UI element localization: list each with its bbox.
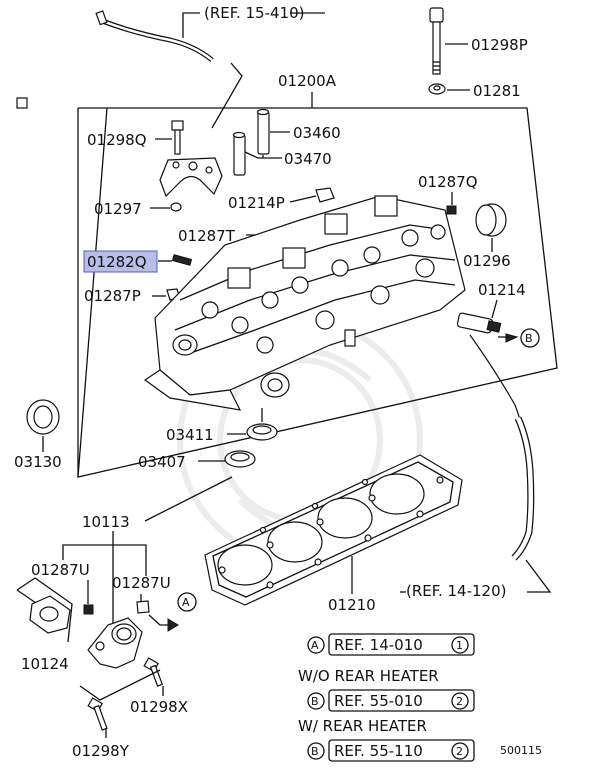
bolt-01298Y xyxy=(87,697,108,731)
label-01287Q: 01287Q xyxy=(418,173,478,191)
callout-a-letter: A xyxy=(182,596,190,609)
head-gasket-01210 xyxy=(204,454,463,606)
label-01297: 01297 xyxy=(94,200,142,218)
label-01200A: 01200A xyxy=(278,72,337,90)
assembly-frame xyxy=(77,107,558,478)
label-03130: 03130 xyxy=(14,453,62,471)
heater-hose-right xyxy=(469,334,535,561)
seal-03411 xyxy=(246,423,278,441)
label-10124: 10124 xyxy=(21,655,69,673)
callout-b-circle xyxy=(520,328,540,348)
legend-heading-wo-rear-heater: W/O REAR HEATER xyxy=(298,667,439,685)
label-01214: 01214 xyxy=(478,281,526,299)
arrow-to-b xyxy=(505,333,519,343)
sensor-01214 xyxy=(456,312,502,334)
camshaft-bearing-cap xyxy=(159,157,223,198)
plug-01214P xyxy=(315,187,335,203)
label-01298Y: 01298Y xyxy=(72,742,130,760)
label-01298P: 01298P xyxy=(471,36,528,54)
plug-01287Q xyxy=(446,205,457,215)
label-01282Q: 01282Q xyxy=(87,253,147,271)
label-03470: 03470 xyxy=(284,150,332,168)
gasket-10124 xyxy=(29,595,71,634)
legend-row1-letter: A xyxy=(311,639,319,652)
label-10113: 10113 xyxy=(82,513,130,531)
legend-row2-ref: REF. 55-010 xyxy=(334,692,423,710)
plug-01287U-right xyxy=(136,600,150,614)
cylinder-head xyxy=(143,195,466,411)
legend-heading-w-rear-heater: W/ REAR HEATER xyxy=(298,717,427,735)
legend-row3-letter: B xyxy=(311,745,319,758)
pin-03470 xyxy=(232,131,246,176)
reference-legend: A REF. 14-010 1 W/O REAR HEATER B REF. 5… xyxy=(298,633,475,762)
legend-row3-ref: REF. 55-110 xyxy=(334,742,423,760)
legend-row1-num: 1 xyxy=(456,639,463,652)
legend-row1-ref: REF. 14-010 xyxy=(334,636,423,654)
oil-seal-01297 xyxy=(170,202,182,212)
ref-15-410-label: (REF. 15-410) xyxy=(204,4,305,22)
label-03411: 03411 xyxy=(166,426,214,444)
label-01210: 01210 xyxy=(328,596,376,614)
label-01214P: 01214P xyxy=(228,194,285,212)
label-01296: 01296 xyxy=(463,252,511,270)
label-01298Q: 01298Q xyxy=(87,131,147,149)
ref-14-120-label: (REF. 14-120) xyxy=(406,582,507,600)
pin-03460 xyxy=(256,108,270,155)
callout-a-circle xyxy=(177,592,197,612)
label-03407: 03407 xyxy=(138,453,186,471)
bolt-01298P xyxy=(429,7,444,75)
label-01287U-right: 01287U xyxy=(112,574,171,592)
seal-03407 xyxy=(224,450,256,468)
label-01287T: 01287T xyxy=(178,227,236,245)
plug-01287U-left xyxy=(83,604,94,615)
label-01287P: 01287P xyxy=(84,287,141,305)
legend-row3-num: 2 xyxy=(456,745,463,758)
cap-01296 xyxy=(475,203,507,237)
diagram-code: 500115 xyxy=(500,744,542,757)
label-01282Q-highlight xyxy=(83,250,158,273)
label-01298X: 01298X xyxy=(130,698,188,716)
legend-row2-letter: B xyxy=(311,695,319,708)
bolt-01298Q xyxy=(171,120,184,155)
label-01287U-left: 01287U xyxy=(31,561,90,579)
arrow-to-a xyxy=(167,618,179,632)
water-outlet-fitting xyxy=(87,617,143,669)
bolt-01298X xyxy=(143,657,164,687)
label-03460: 03460 xyxy=(293,124,341,142)
label-01281: 01281 xyxy=(473,82,521,100)
callout-b-letter: B xyxy=(525,332,533,345)
legend-row2-num: 2 xyxy=(456,695,463,708)
seal-03130 xyxy=(26,399,60,435)
stud-01282Q xyxy=(171,254,193,266)
heater-hose-top xyxy=(16,10,214,109)
